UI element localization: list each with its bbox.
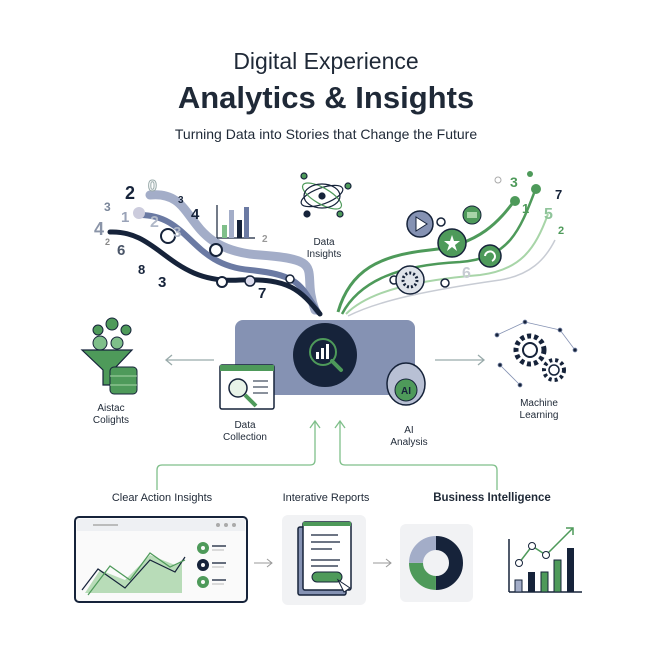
interactive-reports-label: Interative Reports [283,492,370,504]
stream-number: 1 [121,209,129,226]
right-data-stream [336,171,556,317]
mini-bar-chart-icon [216,205,255,239]
stream-number: 4 [94,219,104,239]
stream-number: 4 [191,206,200,223]
left-item-label: Aistac [97,403,124,414]
stream-node [133,207,145,219]
analytics-magnifier-icon [293,323,357,387]
stream-number: 2 [125,183,135,203]
right-stream-numbers: 3 7 1 5 2 6 [462,174,564,282]
stream-number: 7 [258,285,266,302]
stream-number: 6 [117,242,125,259]
left-data-stream [107,190,323,317]
data-insights-label: Insights [307,249,341,260]
stream-node [216,276,228,288]
stream-number: 3 [510,174,518,190]
ai-badge: AI [401,386,411,397]
play-icon [406,210,434,238]
stream-number: 3 [158,274,166,291]
dashboard-window-icon [74,516,248,603]
stream-number: 2 [150,214,159,231]
star-badge-icon [437,228,467,258]
stream-number: 2 [262,234,268,245]
stream-number: 1 [522,201,529,216]
data-insights-label: Data [313,237,335,248]
ai-analysis-label: AI [404,425,413,436]
business-intelligence-label: Business Intelligence [433,492,551,504]
data-collection-label: Data [234,420,256,431]
data-collection-icon [219,364,275,410]
stream-number: 3 [178,195,184,206]
refresh-icon [478,244,502,268]
stream-node [440,278,450,288]
data-insights-icon [300,172,352,218]
gear-icon [395,265,425,295]
arrow-right-icon [254,558,273,568]
subtitle: Turning Data into Stories that Change th… [175,126,477,142]
growth-bar-chart-icon [508,527,582,593]
stream-node [209,243,223,257]
stream-number: 8 [138,262,145,277]
stream-number: 7 [555,187,562,202]
machine-learning-gears-icon [494,319,578,388]
report-document-icon [282,515,366,605]
stream-light [145,190,320,315]
arrow-left-icon [164,354,214,366]
pointer-cursor-icon [336,578,351,593]
stream-node [244,275,256,287]
stream-node [531,184,541,194]
stream-node [436,217,446,227]
data-collection-label: Collection [223,432,267,443]
stream-number: 3 [104,200,111,214]
stream-node [160,228,176,244]
stream-number: 2 [558,225,564,237]
stream-number: 6 [462,265,471,282]
title-line-1: Digital Experience [233,48,418,74]
stream-mid [137,212,321,315]
arrow-right-icon [435,354,486,366]
stream-node [510,196,520,206]
stream-node [285,274,295,284]
stream-number: 5 [544,206,553,223]
connector-lines [156,419,498,490]
funnel-database-icon [80,317,138,395]
stream-number: 0 [148,178,157,195]
ai-brain-icon: AI [386,362,426,406]
clear-action-insights-label: Clear Action Insights [112,492,213,504]
machine-learning-label: Machine [520,398,558,409]
donut-chart-icon [400,524,473,602]
left-stream-numbers: 2 0 3 4 3 1 2 3 4 6 2 8 3 7 2 [94,178,268,303]
machine-learning-label: Learning [520,410,559,421]
ai-analysis-label: Analysis [390,437,427,448]
stream-number: 3 [173,224,181,241]
stream-node [527,171,533,177]
left-item-label: Colights [93,415,129,426]
stream-node [494,176,502,184]
chat-icon [462,205,482,225]
arrow-right-icon [373,558,392,568]
stream-number: 2 [105,237,110,247]
report-button [311,571,343,583]
title-line-2: Analytics & Insights [178,80,474,115]
